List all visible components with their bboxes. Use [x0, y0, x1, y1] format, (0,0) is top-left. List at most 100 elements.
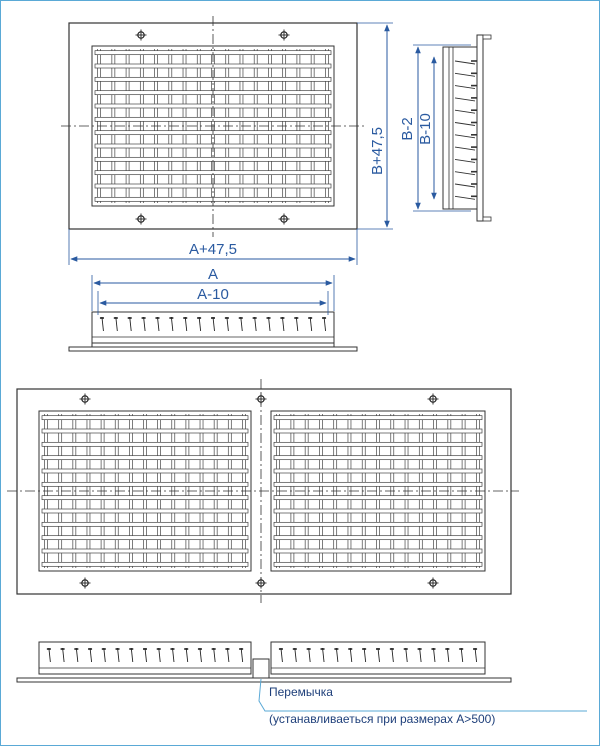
side-blade — [454, 85, 476, 90]
horizontal-blade — [41, 441, 249, 447]
horizontal-blade — [273, 441, 483, 447]
top-blade — [281, 316, 285, 332]
side-blade — [454, 171, 476, 176]
partition-callout: Перемычка (устанавливаеться при размерах… — [258, 678, 587, 726]
side-blade — [454, 146, 476, 151]
top-blade — [240, 316, 243, 332]
horizontal-blade — [273, 495, 483, 501]
horizontal-blade — [41, 481, 249, 487]
top-blade — [198, 316, 202, 332]
height-b2-label: B-2 — [399, 117, 416, 140]
top-blade — [212, 316, 215, 332]
top-blade — [89, 647, 93, 663]
horizontal-blade — [41, 561, 249, 567]
top-blade — [474, 647, 478, 663]
top-blade — [226, 316, 229, 332]
dimension-height-b2: B-2 — [399, 44, 471, 212]
top-blade — [295, 316, 299, 332]
dimension-width-outer: A+47,5 — [68, 229, 358, 265]
top-blade — [280, 647, 283, 663]
dimension-width-inner: A-10 — [97, 286, 329, 315]
top-blade — [335, 647, 339, 663]
horizontal-blade — [273, 415, 483, 421]
horizontal-blade — [41, 415, 249, 421]
top-profile-single-view — [68, 311, 358, 352]
horizontal-blade — [273, 521, 483, 527]
top-blade — [115, 316, 118, 332]
horizontal-blade — [273, 481, 483, 487]
double-top-profile-blades — [46, 647, 478, 663]
horizontal-blade — [41, 455, 249, 461]
horizontal-blade — [41, 521, 249, 527]
horizontal-blade — [273, 455, 483, 461]
top-blade — [157, 316, 160, 332]
partition-bar — [252, 658, 270, 679]
screw-hole-icons — [135, 29, 290, 225]
double-screw-hole-icons — [79, 393, 439, 589]
single-grille-front-view — [61, 16, 367, 237]
horizontal-blade — [41, 428, 249, 434]
top-blade — [129, 316, 132, 332]
top-profile-double-view — [16, 641, 512, 683]
top-blade — [75, 647, 79, 663]
dimension-height-outer: B+47,5 — [357, 22, 393, 230]
top-blade — [226, 647, 230, 663]
top-blade — [117, 647, 120, 663]
side-blade — [454, 158, 476, 163]
side-blade — [454, 60, 476, 65]
width-inner-label: A-10 — [197, 286, 229, 303]
side-blade — [454, 183, 476, 188]
width-outer-label: A+47,5 — [189, 241, 237, 258]
top-blade — [460, 647, 464, 663]
top-blade — [213, 647, 216, 663]
top-blade — [48, 647, 51, 663]
horizontal-blade — [41, 535, 249, 541]
horizontal-blade — [273, 508, 483, 514]
top-blade — [363, 647, 367, 663]
horizontal-blade — [273, 548, 483, 554]
horizontal-blade — [273, 468, 483, 474]
side-blade — [454, 195, 476, 200]
top-blade — [184, 316, 188, 332]
top-blade — [433, 647, 436, 663]
top-blade — [322, 647, 325, 663]
top-blade — [101, 316, 104, 332]
top-blade — [419, 647, 422, 663]
horizontal-blade — [41, 495, 249, 501]
top-blade — [268, 316, 271, 332]
top-blade — [323, 316, 327, 332]
double-grille-front-view — [7, 379, 519, 603]
top-blade — [62, 647, 65, 663]
top-blade — [172, 647, 175, 663]
top-profile-blades — [99, 316, 327, 332]
partition-subtitle: (устанавливаеться при размерах A>500) — [269, 712, 495, 726]
horizontal-blade — [273, 561, 483, 567]
height-outer-label: B+47,5 — [369, 127, 386, 175]
top-blade — [405, 647, 408, 663]
double-grille-right-opening — [270, 410, 486, 572]
dimension-width-nominal: A — [91, 266, 335, 311]
top-blade — [391, 647, 394, 663]
dimension-height-b10: B-10 — [417, 56, 437, 200]
side-blade — [454, 134, 476, 139]
top-blade — [308, 647, 311, 663]
horizontal-blade — [41, 468, 249, 474]
top-blade — [254, 316, 257, 332]
side-blade — [454, 109, 476, 114]
horizontal-blade — [273, 535, 483, 541]
side-blade — [454, 122, 476, 126]
top-blade — [294, 647, 297, 663]
top-blade — [199, 647, 202, 663]
horizontal-blade — [273, 428, 483, 434]
horizontal-blade — [41, 548, 249, 554]
width-nominal-label: A — [208, 266, 218, 283]
height-b10-label: B-10 — [417, 113, 434, 145]
top-blade — [185, 647, 189, 663]
top-blade — [240, 647, 244, 663]
top-blade — [103, 647, 106, 663]
top-blade — [143, 316, 146, 332]
top-blade — [144, 647, 147, 663]
horizontal-blade — [41, 508, 249, 514]
top-blade — [349, 647, 353, 663]
